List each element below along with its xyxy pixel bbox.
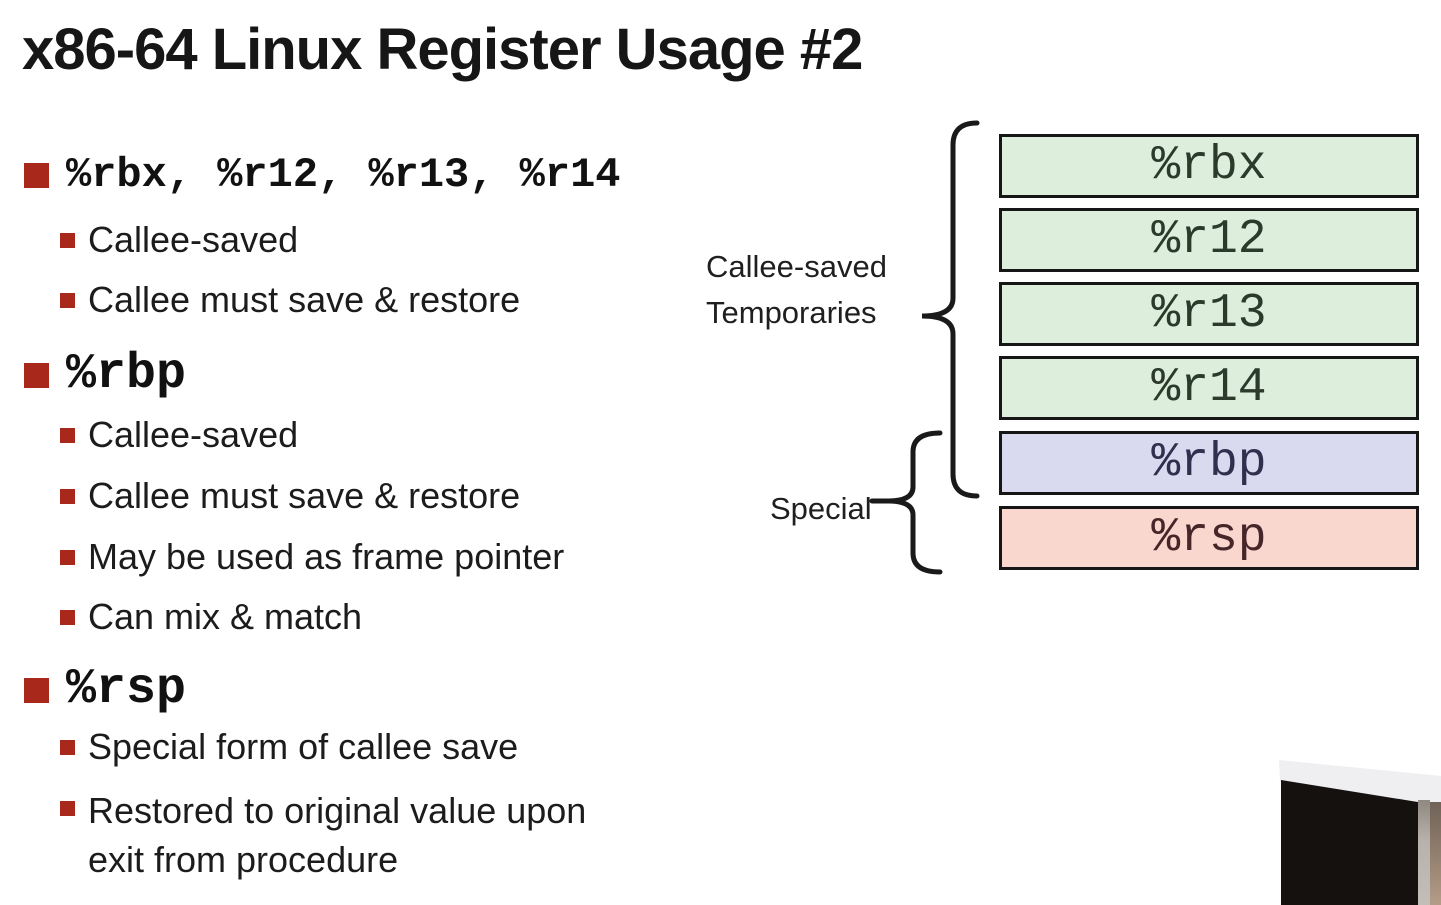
bullet-point: Callee must save & restore (60, 278, 520, 322)
webcam-right-edge (1430, 802, 1441, 905)
bullet-point-text: Special form of callee save (88, 726, 519, 767)
register-group-label: %rbx, %r12, %r13, %r14 (66, 151, 621, 199)
register-group-label: %rbp (66, 346, 187, 403)
bullet-point-text: May be used as frame pointer (88, 536, 565, 577)
bullet-point-text: Callee-saved (88, 219, 299, 260)
bullet-point: Callee-saved (60, 218, 298, 262)
sub-bullet-square-icon (60, 428, 75, 443)
register-box-r13: %r13 (999, 282, 1419, 346)
sub-bullet-square-icon (60, 550, 75, 565)
sub-bullet-square-icon (60, 233, 75, 248)
special-label: Special (770, 491, 872, 526)
bullet-square-icon (24, 163, 49, 188)
register-box-rsp: %rsp (999, 506, 1419, 570)
register-box-rbx: %rbx (999, 134, 1419, 198)
bullet-point-text: Callee must save & restore (88, 279, 521, 320)
bullet-point-text: Callee-saved (88, 414, 299, 455)
sub-bullet-square-icon (60, 801, 75, 816)
curly-braces-graphic (869, 120, 980, 575)
register-box-r12: %r12 (999, 208, 1419, 272)
bullet-register-group-2: %rbp (24, 345, 186, 405)
register-group-label: %rsp (66, 661, 187, 718)
slide-title: x86-64 Linux Register Usage #2 (22, 17, 863, 82)
sub-bullet-square-icon (60, 740, 75, 755)
webcam-video-overlay (1277, 752, 1441, 905)
webcam-dark-area (1281, 780, 1430, 905)
sub-bullet-square-icon (60, 489, 75, 504)
bullet-point-text: Can mix & match (88, 596, 363, 637)
bullet-point: Callee-saved (60, 413, 298, 457)
bullet-point: Special form of callee save (60, 725, 518, 769)
bullet-point-text: Callee must save & restore (88, 475, 521, 516)
register-box-rbp: %rbp (999, 431, 1419, 495)
sub-bullet-square-icon (60, 610, 75, 625)
register-box-r14: %r14 (999, 356, 1419, 420)
callee-saved-brace-icon (921, 120, 980, 499)
callee-saved-temporaries-label: Callee-saved Temporaries (706, 249, 887, 330)
bullet-register-group-3: %rsp (24, 660, 186, 720)
bullet-square-icon (24, 363, 49, 388)
bullet-point: Callee must save & restore (60, 474, 520, 518)
bullet-point: Restored to original value upon exit fro… (60, 786, 648, 884)
sub-bullet-square-icon (60, 293, 75, 308)
bullet-register-group-1: %rbx, %r12, %r13, %r14 (24, 150, 621, 200)
bullet-square-icon (24, 678, 49, 703)
special-brace-icon (887, 430, 943, 575)
webcam-light-strip (1418, 800, 1430, 905)
bullet-point-text: Restored to original value upon exit fro… (88, 790, 587, 880)
bullet-point: May be used as frame pointer (60, 535, 564, 579)
bullet-point: Can mix & match (60, 595, 362, 639)
